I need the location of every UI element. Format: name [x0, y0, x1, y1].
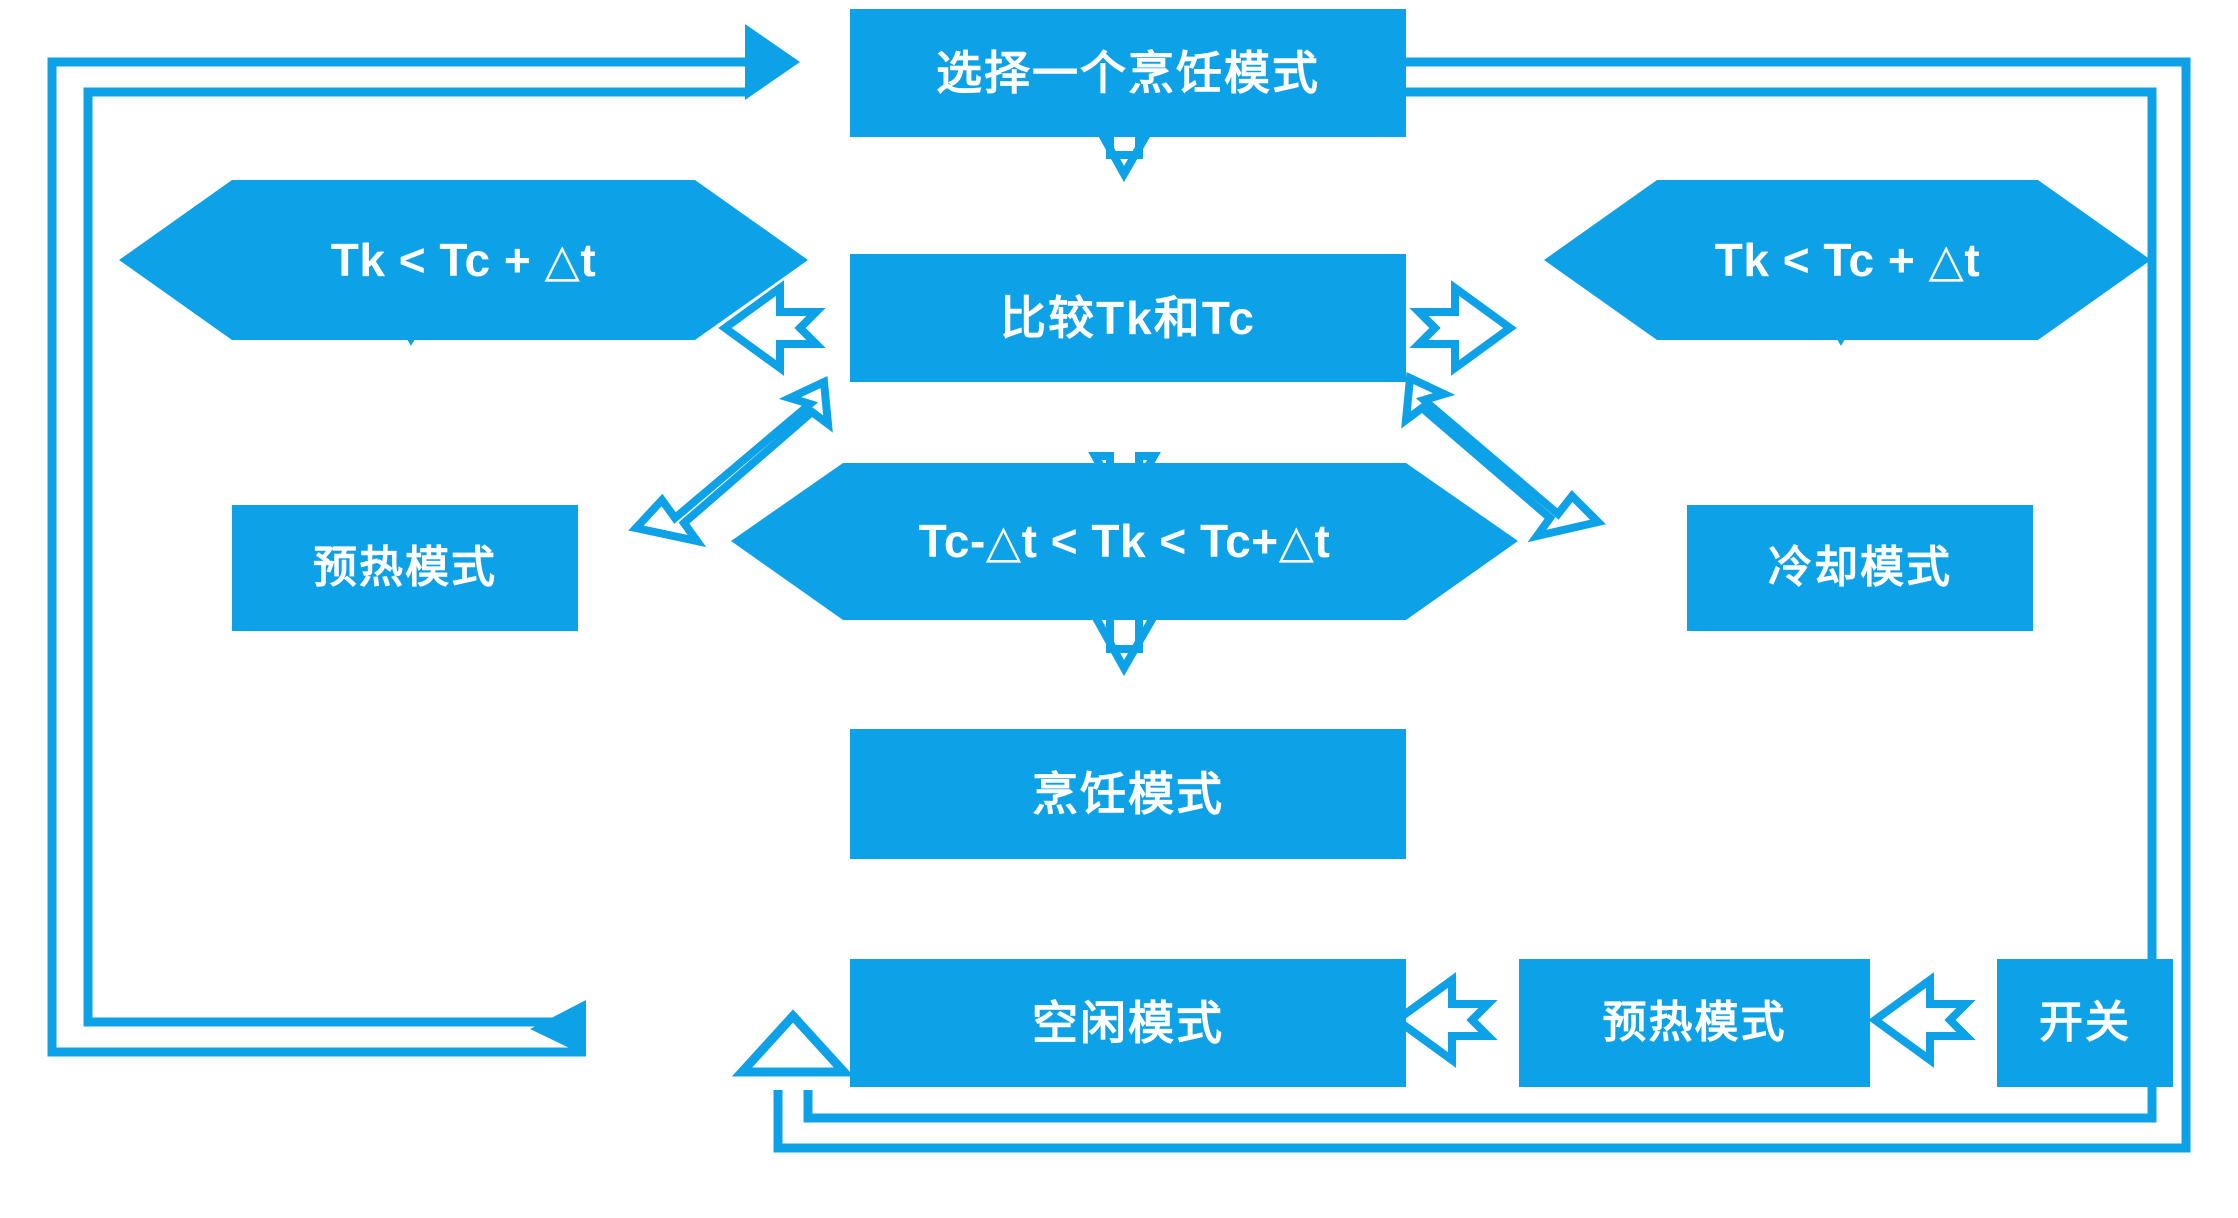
node-preheat-left[interactable]: 预热模式 [232, 505, 578, 631]
node-cooking[interactable]: 烹饪模式 [850, 729, 1406, 859]
node-select-mode[interactable]: 选择一个烹饪模式 [850, 9, 1406, 137]
hex-shape-cond-right [1544, 180, 2151, 340]
edge-compare-to-condleft [718, 280, 826, 376]
hex-shape-cond-band [731, 463, 1518, 620]
node-preheat-bottom[interactable]: 预热模式 [1519, 959, 1870, 1087]
edge-preheatbottom-to-idle [1390, 972, 1498, 1068]
edge-power-to-preheatbottom [1868, 972, 1976, 1068]
edge-bottom-loop-idle-head [731, 1009, 855, 1077]
node-cond-right[interactable]: Tk < Tc + △t [1714, 233, 1981, 286]
edge-cool-to-compare-diagonal [1401, 371, 1606, 543]
edge-preheat-to-compare-diagonal [628, 375, 833, 548]
edge-select-to-idle-outer [773, 57, 2191, 1153]
node-idle[interactable]: 空闲模式 [850, 959, 1406, 1087]
node-cond-left[interactable]: Tk < Tc + △t [330, 233, 597, 286]
node-cond-band[interactable]: Tc-△t < Tk < Tc+△t [918, 515, 1331, 568]
hex-shape-cond-left [119, 180, 808, 340]
edge-idle-to-select-outer [47, 57, 745, 1057]
edge-idle-to-select-outer-head [745, 24, 800, 100]
node-cool-right[interactable]: 冷却模式 [1687, 505, 2033, 631]
edge-idle-to-select-inner [83, 87, 745, 1027]
edge-select-to-idle-inner [803, 87, 2157, 1123]
edge-left-loop-idle-head [530, 1000, 586, 1056]
edge-compare-to-condright [1409, 280, 1517, 376]
node-power-switch[interactable]: 开关 [1997, 959, 2173, 1087]
node-compare[interactable]: 比较Tk和Tc [850, 254, 1406, 382]
